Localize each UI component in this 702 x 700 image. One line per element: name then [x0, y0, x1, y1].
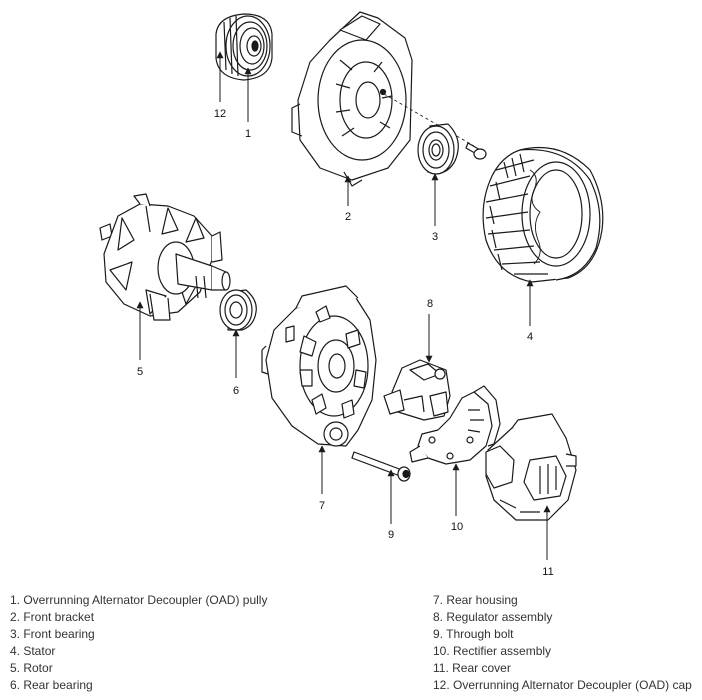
screw-part	[465, 142, 487, 160]
callout-10: 10	[451, 521, 463, 533]
regulator-assembly-part	[383, 359, 451, 421]
callout-2: 2	[345, 211, 351, 223]
legend-item-10: 10. Rectifier assembly	[433, 644, 552, 658]
legend-item-4: 4. Stator	[10, 644, 56, 658]
callout-11: 11	[542, 566, 553, 578]
rear-cover-part	[485, 413, 577, 521]
callout-6: 6	[233, 385, 239, 397]
callout-1: 1	[245, 128, 251, 140]
callout-5: 5	[137, 366, 143, 378]
legend-item-2: 2. Front bracket	[10, 610, 95, 624]
callout-9: 9	[388, 529, 394, 541]
front-bracket-part	[291, 11, 413, 187]
callout-12: 12	[214, 108, 226, 120]
legend-item-6: 6. Rear bearing	[10, 678, 93, 692]
rectifier-assembly-part	[409, 385, 501, 465]
legend-item-12: 12. Overrunning Alternator Decoupler (OA…	[433, 678, 692, 692]
through-bolt-part	[351, 451, 411, 482]
callout-3: 3	[432, 231, 438, 243]
legend-item-11: 11. Rear cover	[433, 661, 511, 675]
stator-part	[482, 146, 604, 283]
callout-4: 4	[527, 331, 533, 343]
alternator-exploded-drawing: 12 1 2 3 4 5 6 7 8 9 10 11	[99, 11, 604, 578]
legend-item-3: 3. Front bearing	[10, 627, 95, 641]
rotor-part	[99, 193, 231, 321]
rear-bearing-part	[219, 289, 257, 331]
legend-list-right: 7. Rear housing 8. Regulator assembly 9.…	[433, 592, 692, 694]
oad-pulley-part	[215, 13, 273, 81]
legend-list-left: 1. Overrunning Alternator Decoupler (OAD…	[10, 592, 267, 694]
legend-item-5: 5. Rotor	[10, 661, 53, 675]
front-bearing-part	[417, 123, 459, 175]
callout-8: 8	[427, 298, 433, 310]
legend-item-9: 9. Through bolt	[433, 627, 514, 641]
legend-item-7: 7. Rear housing	[433, 593, 518, 607]
rear-housing-part	[261, 285, 377, 447]
legend-item-8: 8. Regulator assembly	[433, 610, 553, 624]
legend-item-1: 1. Overrunning Alternator Decoupler (OAD…	[10, 593, 268, 607]
callout-7: 7	[319, 500, 325, 512]
